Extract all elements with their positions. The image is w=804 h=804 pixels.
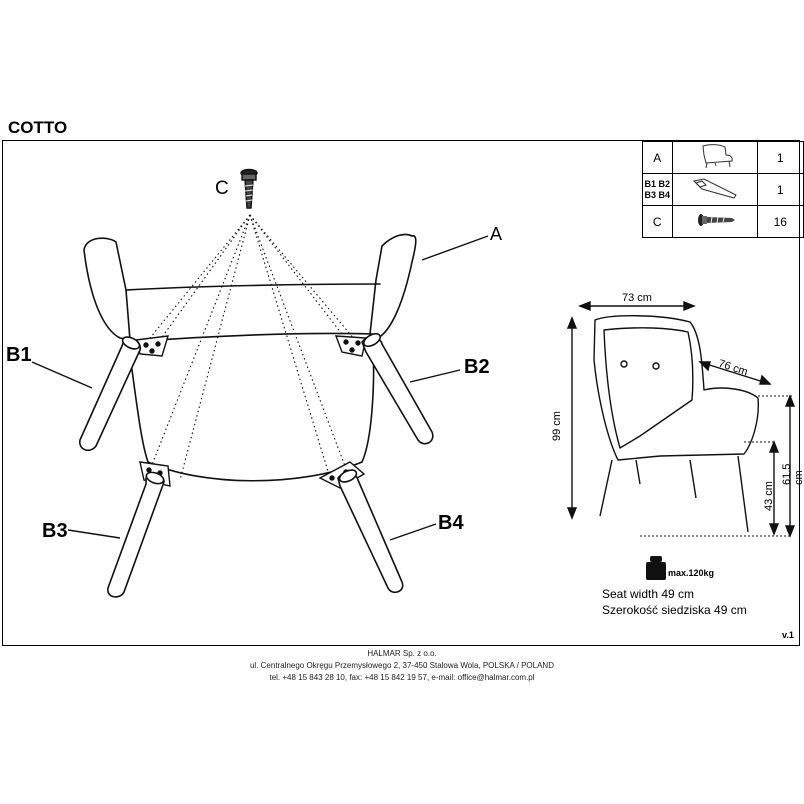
side-view-chair bbox=[593, 315, 760, 533]
dimension-lines bbox=[566, 300, 796, 538]
dimension-arm-height: 61.5 cm bbox=[781, 463, 804, 485]
footer-address: ul. Centralnego Okręgu Przemysłowego 2, … bbox=[249, 661, 554, 670]
weight-icon bbox=[646, 556, 666, 580]
dimension-seat-height: 43 cm bbox=[762, 481, 775, 511]
product-title: COTTO bbox=[8, 118, 68, 137]
dimension-height: 99 cm bbox=[550, 411, 563, 441]
dimension-width: 73 cm bbox=[622, 292, 652, 304]
part-code-line: B1 B2 bbox=[644, 178, 670, 189]
seat-width-info: Seat width 49 cm Szerokość siedziska 49 … bbox=[602, 586, 747, 618]
part-code-line: B3 B4 bbox=[644, 189, 670, 200]
company-footer: HALMAR Sp. z o.o. ul. Centralnego Okręgu… bbox=[0, 648, 804, 684]
part-picture bbox=[671, 141, 758, 174]
label-b4: B4 bbox=[438, 512, 464, 534]
label-a: A bbox=[490, 224, 503, 244]
leg-b3 bbox=[107, 473, 165, 598]
leg-b1 bbox=[79, 337, 142, 452]
leg-b4 bbox=[337, 472, 404, 594]
parts-row-a: A 1 bbox=[642, 141, 804, 174]
part-picture bbox=[671, 173, 758, 206]
instruction-frame bbox=[2, 140, 800, 646]
label-b3: B3 bbox=[42, 520, 68, 542]
back-top bbox=[125, 283, 381, 291]
left-armrest bbox=[83, 237, 131, 341]
version-label: v.1 bbox=[782, 630, 794, 640]
label-c: C bbox=[215, 178, 229, 199]
right-armrest bbox=[369, 233, 417, 339]
screw-c bbox=[240, 168, 258, 209]
part-code: C bbox=[642, 205, 673, 238]
leg-icon bbox=[692, 178, 737, 199]
part-quantity: 1 bbox=[756, 173, 804, 206]
seat-width-pl: Szerokość siedziska 49 cm bbox=[602, 603, 747, 617]
part-quantity: 16 bbox=[756, 205, 804, 238]
parts-row-b: B1 B2 B3 B4 1 bbox=[642, 173, 804, 206]
footer-contact: tel. +48 15 843 28 10, fax: +48 15 842 1… bbox=[269, 673, 535, 682]
seat-width-en: Seat width 49 cm bbox=[602, 587, 695, 601]
dimension-guides bbox=[640, 395, 792, 537]
part-picture bbox=[671, 205, 758, 238]
part-code: A bbox=[642, 141, 673, 174]
part-code: B1 B2 B3 B4 bbox=[642, 173, 673, 206]
parts-table: A 1 B1 B2 B3 B4 1 bbox=[642, 141, 804, 238]
part-quantity: 1 bbox=[756, 141, 804, 174]
armchair-icon bbox=[701, 144, 733, 169]
label-b1: B1 bbox=[6, 344, 32, 366]
legs bbox=[79, 332, 434, 598]
parts-row-c: C 16 bbox=[642, 205, 804, 238]
screw-guide-lines bbox=[149, 214, 356, 481]
footer-company: HALMAR Sp. z o.o. bbox=[367, 649, 437, 658]
mounting-plates bbox=[135, 335, 367, 489]
label-b2: B2 bbox=[464, 356, 490, 378]
leader-lines bbox=[31, 235, 489, 541]
max-load-label: max.120kg bbox=[668, 568, 715, 578]
screw-icon bbox=[697, 214, 735, 226]
